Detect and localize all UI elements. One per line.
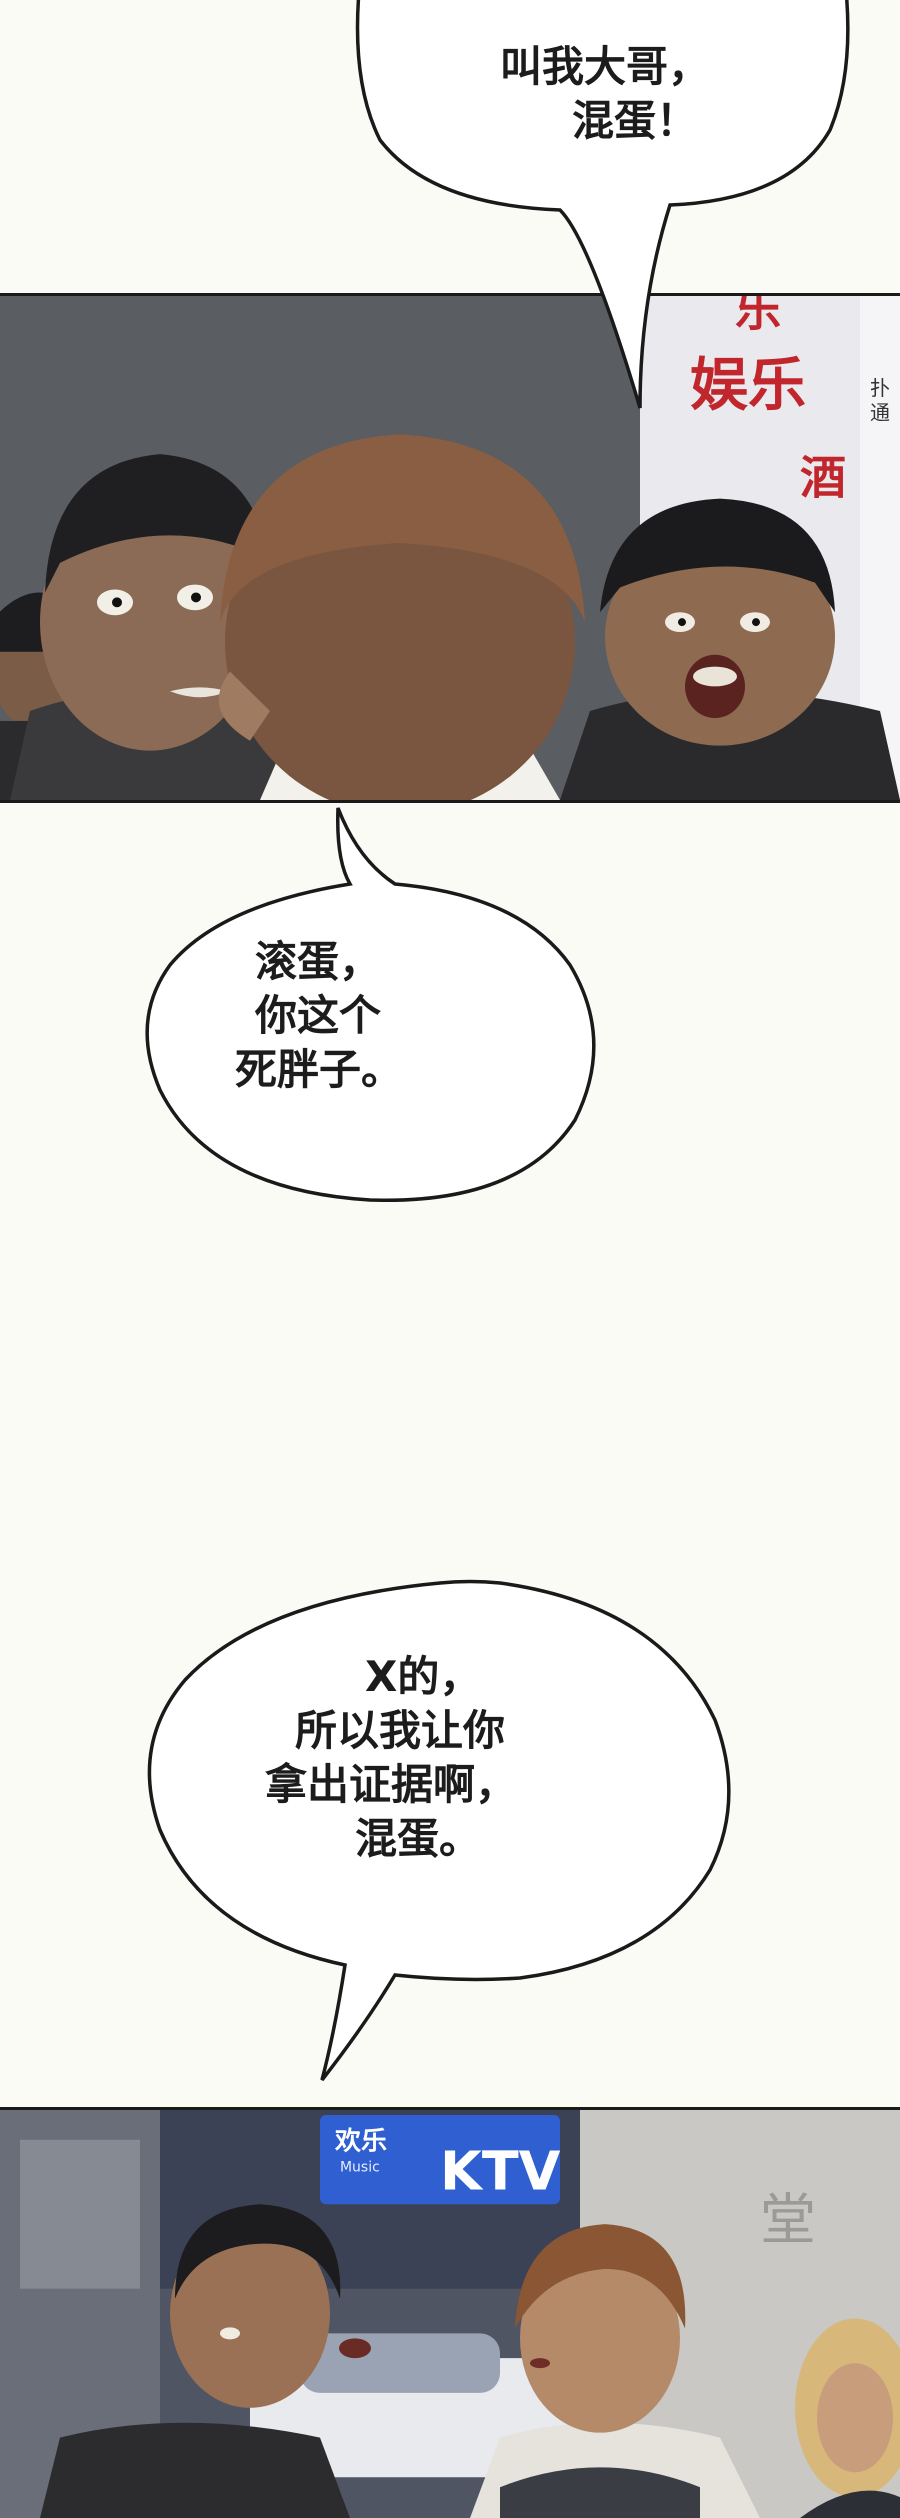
speech-bubble-middle-text: 滚蛋， 你这个 死胖子。 xyxy=(215,935,515,1097)
bubble-lower-line-3: 拿出证据啊， xyxy=(265,1760,518,1809)
bubble-lower-line-4: 混蛋。 xyxy=(355,1814,482,1863)
comic-panel-1: 乐 娱乐 酒 扑 通 xyxy=(0,293,900,803)
panel-2-sign-2: KTV xyxy=(440,2140,561,2203)
panel-2-sign-1: 欢乐 xyxy=(334,2127,387,2157)
panel-1-side-1: 扑 xyxy=(870,377,890,400)
panel-2-illustration: 欢乐 KTV Music 堂 xyxy=(0,2110,900,2518)
comic-panel-2: 欢乐 KTV Music 堂 xyxy=(0,2107,900,2518)
panel-1-sign-2: 娱乐 xyxy=(690,351,806,419)
bubble-middle-line-2: 你这个 xyxy=(255,991,382,1040)
bubble-top-line-2: 混蛋！ xyxy=(571,96,698,145)
bubble-middle-line-1: 滚蛋， xyxy=(255,937,382,986)
bubble-lower-line-1: X的， xyxy=(365,1652,482,1701)
panel-2-sign-3: Music xyxy=(340,2160,380,2176)
panel-1-sign-3: 酒 xyxy=(800,452,846,505)
bubble-top-line-1: 叫我大哥， xyxy=(499,42,710,91)
panel-1-sign-1: 乐 xyxy=(735,296,781,337)
panel-1-illustration: 乐 娱乐 酒 扑 通 xyxy=(0,296,900,800)
bubble-middle-line-3: 死胖子。 xyxy=(235,1045,404,1094)
bubble-lower-line-2: 所以我让你 xyxy=(295,1706,506,1755)
panel-1-side-2: 通 xyxy=(870,402,890,425)
speech-bubble-top-text: 叫我大哥， 混蛋！ xyxy=(440,40,770,148)
speech-bubble-lower-text: X的， 所以我让你 拿出证据啊， 混蛋。 xyxy=(255,1650,635,1866)
panel-2-side-1: 堂 xyxy=(760,2188,816,2253)
